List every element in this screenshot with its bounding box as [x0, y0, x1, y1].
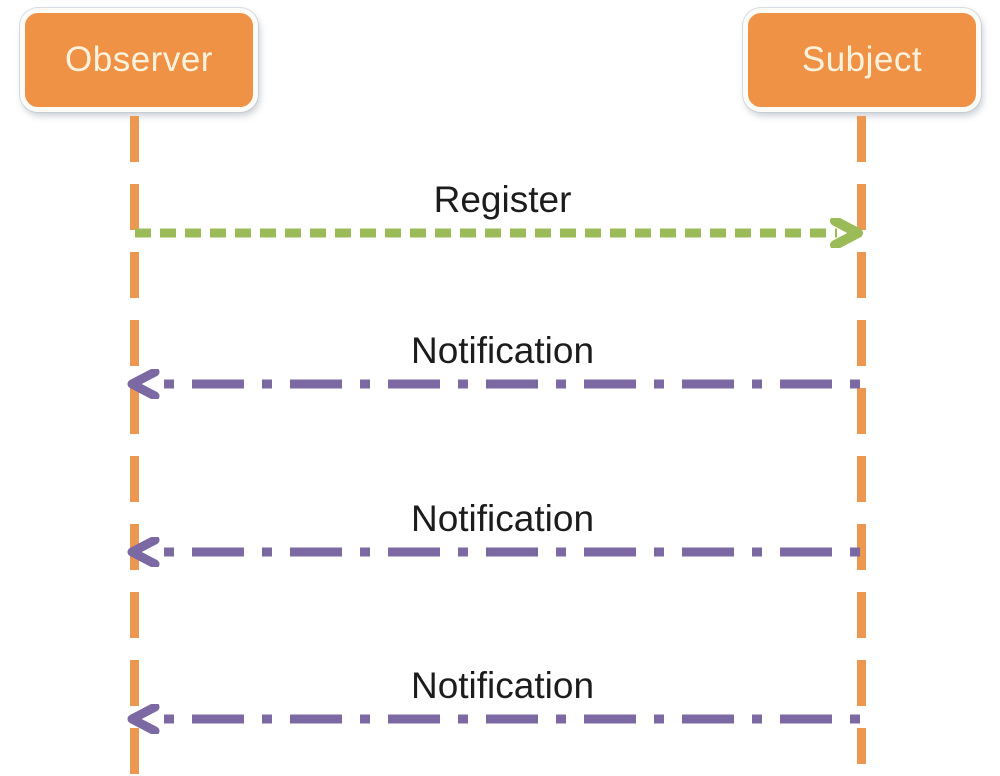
notification-arrow-icon-3	[127, 704, 862, 734]
actor-box-observer: Observer	[20, 8, 258, 112]
message-label-register: Register	[433, 179, 572, 220]
register-arrow-icon	[135, 218, 863, 248]
message-label-notification-1: Notification	[410, 330, 595, 371]
actor-label-subject: Subject	[801, 40, 923, 79]
message-label-notification-2: Notification	[410, 498, 595, 539]
notification-arrow-icon-1	[127, 369, 862, 399]
actor-box-subject: Subject	[743, 8, 981, 112]
actor-label-observer: Observer	[65, 40, 213, 79]
notification-arrow-icon-2	[127, 537, 862, 567]
message-label-notification-3: Notification	[410, 665, 595, 706]
lifeline-subject	[857, 116, 866, 764]
lifeline-observer	[130, 116, 139, 776]
